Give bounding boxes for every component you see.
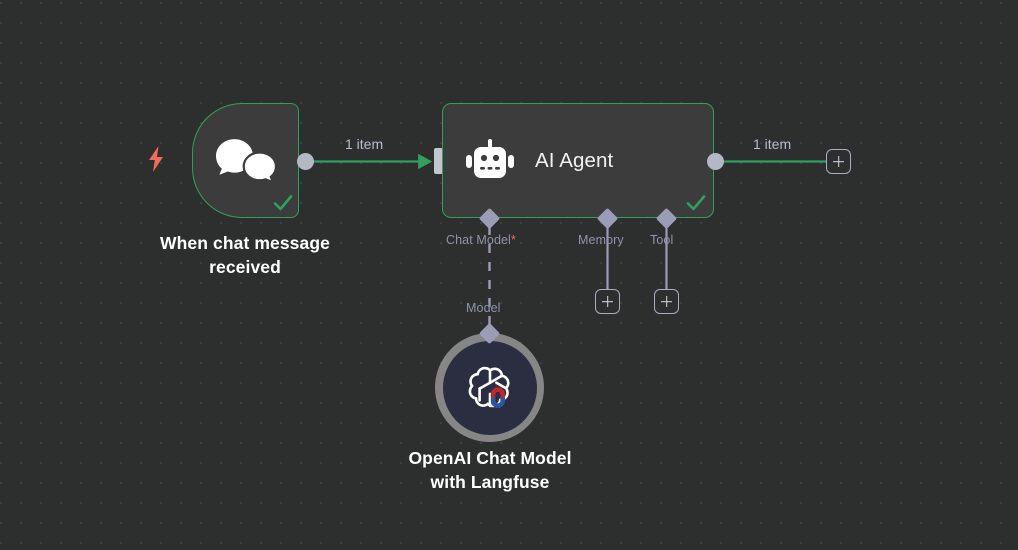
trigger-output-endpoint[interactable]: [297, 153, 314, 170]
port-label-memory: Memory: [578, 233, 624, 247]
openai-logo-icon: [468, 366, 510, 408]
chat-bubbles-icon: [215, 138, 277, 184]
required-asterisk-icon: *: [510, 233, 516, 247]
node-ai-agent[interactable]: AI Agent: [442, 103, 714, 218]
agent-output-endpoint[interactable]: [707, 153, 724, 170]
edge-label-agent-to-add: 1 item: [753, 136, 792, 152]
port-label-tool: Tool: [650, 233, 674, 247]
add-node-tool-button[interactable]: [654, 289, 679, 314]
node-when-chat-message-received[interactable]: [192, 103, 299, 218]
node-title-ai-agent: AI Agent: [535, 148, 614, 172]
port-label-chat-model: Chat Model*: [446, 233, 516, 247]
lightning-bolt-icon: [149, 146, 163, 172]
edge-label-trigger-to-agent: 1 item: [345, 136, 384, 152]
node-caption-trigger: When chat message received: [160, 233, 330, 277]
agent-input-endpoint[interactable]: [434, 148, 443, 174]
robot-icon: [466, 138, 514, 178]
node-openai-chat-model[interactable]: [435, 333, 544, 442]
magnet-icon: [490, 386, 505, 408]
model-node-body: [442, 340, 537, 435]
add-node-main-button[interactable]: [826, 149, 851, 174]
node-caption-openai-chat-model: OpenAI Chat Model with Langfuse: [408, 448, 572, 492]
port-label-model: Model: [466, 301, 501, 315]
port-label-chat-model-text: Chat Model: [446, 233, 511, 247]
add-node-memory-button[interactable]: [595, 289, 620, 314]
